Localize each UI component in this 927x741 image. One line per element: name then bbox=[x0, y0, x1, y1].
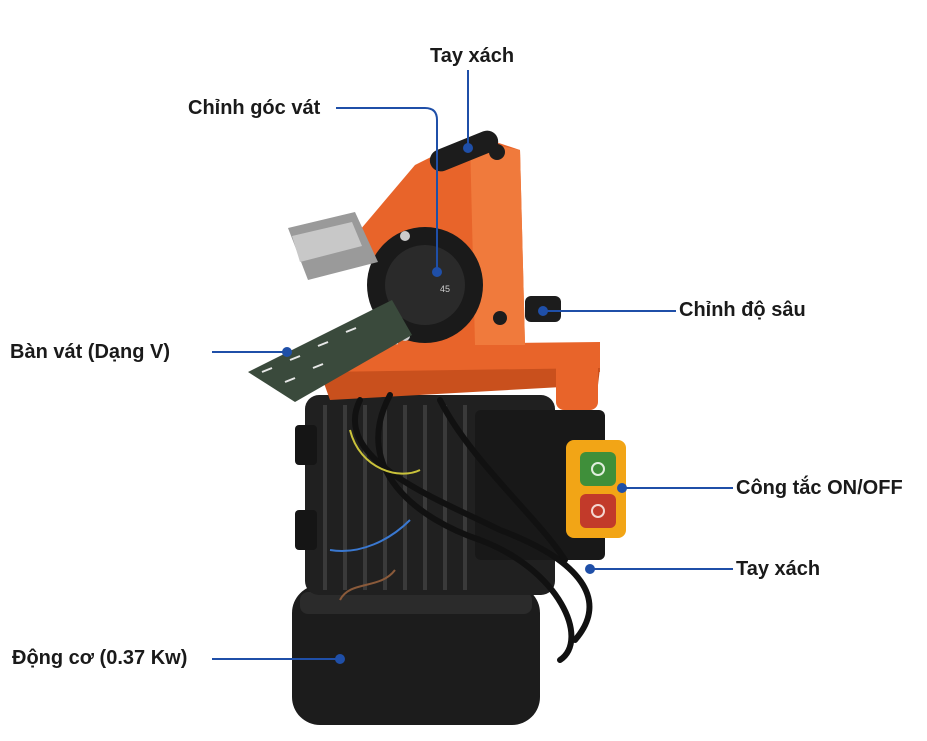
power-cable bbox=[351, 392, 593, 663]
bevel-table bbox=[248, 212, 412, 402]
callout-bevel-angle bbox=[336, 107, 442, 277]
callout-lines bbox=[212, 70, 733, 664]
callout-handle-side bbox=[585, 564, 733, 574]
label-handle-side: Tay xách bbox=[736, 558, 821, 580]
switch-box bbox=[475, 410, 626, 560]
label-depth-adjust: Chỉnh độ sâu bbox=[679, 299, 806, 321]
callout-depth bbox=[538, 306, 676, 316]
callout-table bbox=[212, 347, 292, 357]
label-power-switch: Công tắc ON/OFF bbox=[736, 477, 903, 499]
callout-motor bbox=[212, 654, 345, 664]
internal-wires bbox=[329, 429, 421, 601]
label-handle-top: Tay xách bbox=[430, 45, 515, 67]
label-motor: Động cơ (0.37 Kw) bbox=[12, 647, 188, 669]
label-bevel-angle: Chỉnh góc vát bbox=[188, 97, 321, 119]
label-bevel-table: Bàn vát (Dạng V) bbox=[10, 341, 171, 363]
callout-handle-top bbox=[463, 70, 473, 153]
svg-text:45: 45 bbox=[440, 284, 450, 294]
callout-switch bbox=[617, 483, 733, 493]
